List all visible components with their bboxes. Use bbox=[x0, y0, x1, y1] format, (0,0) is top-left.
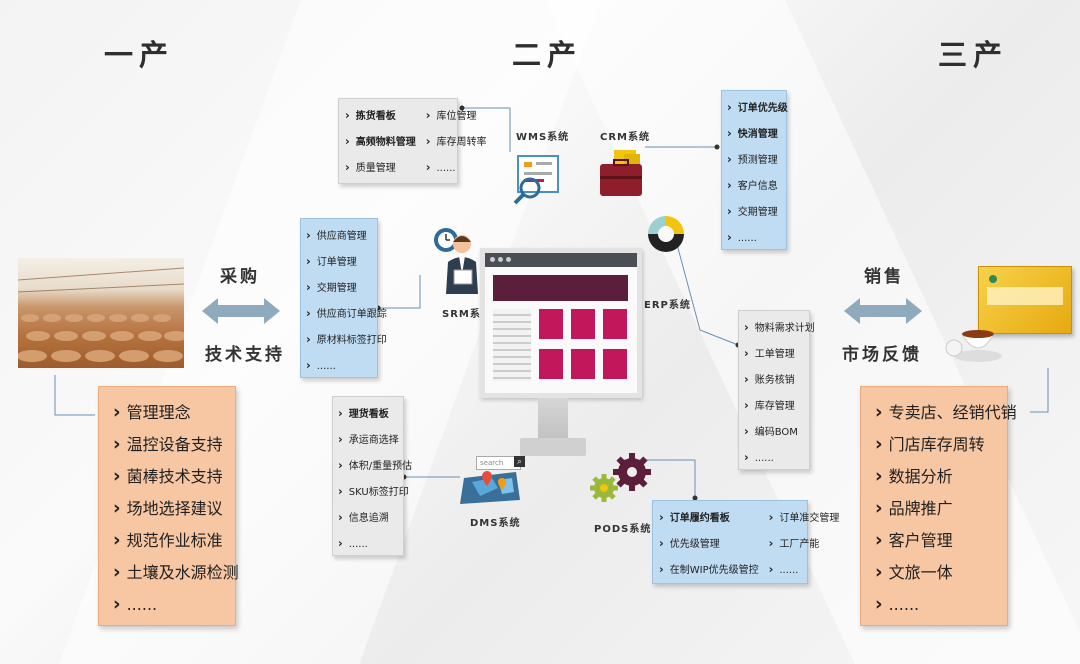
list-item: 文旅一体 bbox=[875, 557, 993, 589]
monitor-title-bar bbox=[485, 253, 637, 267]
list-item: 订单管理 bbox=[306, 249, 372, 275]
list-item: 订单履约看板 bbox=[659, 505, 759, 531]
erp-panel: 物料需求计划 工单管理 账务核销 库存管理 编码BOM ...... bbox=[738, 310, 815, 471]
header-third-industry: 三产 bbox=[938, 38, 1009, 72]
list-item: 库位管理 bbox=[426, 103, 487, 129]
crm-label: CRM系统 bbox=[600, 132, 650, 143]
monitor-base bbox=[520, 438, 586, 456]
srm-label: SRM系统 bbox=[442, 309, 492, 320]
list-item: ...... bbox=[744, 445, 804, 471]
list-item: 库存周转率 bbox=[426, 129, 487, 155]
teacup-icon bbox=[945, 330, 1002, 362]
srm-panel: 供应商管理 订单管理 交期管理 供应商订单跟踪 原材料标签打印 ...... bbox=[300, 218, 387, 379]
list-item: 品牌推广 bbox=[875, 493, 993, 525]
monitor-tile bbox=[571, 349, 595, 379]
pods-label: PODS系统 bbox=[594, 524, 652, 535]
list-item: ...... bbox=[338, 531, 398, 557]
list-item: 承运商选择 bbox=[338, 427, 399, 453]
list-item: 高频物料管理 bbox=[345, 129, 416, 155]
list-item: ...... bbox=[727, 225, 781, 251]
list-item: 专卖店、经销代销 bbox=[875, 397, 1017, 429]
list-item: 供应商订单跟踪 bbox=[306, 301, 387, 327]
dms-search-box: search bbox=[476, 456, 521, 470]
list-item: 编码BOM bbox=[744, 419, 804, 445]
wms-analytics-icon bbox=[513, 155, 559, 205]
dms-label: DMS系统 bbox=[470, 518, 521, 529]
monitor-tile bbox=[539, 349, 563, 379]
wms-label: WMS系统 bbox=[516, 132, 570, 143]
list-item: 库存管理 bbox=[744, 393, 804, 419]
monitor-banner bbox=[493, 275, 628, 301]
product-label-band bbox=[987, 287, 1063, 305]
list-item: 订单优先级 bbox=[727, 95, 788, 121]
list-item: ...... bbox=[306, 353, 372, 379]
list-item: 客户信息 bbox=[727, 173, 781, 199]
mushroom-farm-image bbox=[18, 258, 184, 368]
list-item: 拣货看板 bbox=[345, 103, 416, 129]
header-second-industry: 二产 bbox=[512, 38, 583, 72]
list-item: 预测管理 bbox=[727, 147, 781, 173]
double-arrow-icon bbox=[844, 298, 922, 324]
list-item: 客户管理 bbox=[875, 525, 993, 557]
monitor-tile bbox=[603, 349, 627, 379]
market-feedback-label: 市场反馈 bbox=[842, 345, 922, 365]
list-item: 体积/重量预估 bbox=[338, 453, 412, 479]
list-item: 快消管理 bbox=[727, 121, 781, 147]
map-icon bbox=[460, 471, 520, 504]
list-item: 订单准交管理 bbox=[769, 505, 839, 531]
list-item: 质量管理 bbox=[345, 155, 416, 181]
list-item: 工单管理 bbox=[744, 341, 804, 367]
gears-icon bbox=[590, 453, 651, 502]
list-item: 理货看板 bbox=[338, 401, 398, 427]
list-item: 交期管理 bbox=[727, 199, 781, 225]
list-item: 供应商管理 bbox=[306, 223, 372, 249]
list-item: ...... bbox=[426, 155, 487, 181]
product-box-image bbox=[978, 266, 1072, 334]
monitor-tile bbox=[539, 309, 563, 339]
monitor-sidebar bbox=[493, 309, 531, 381]
monitor-stand bbox=[538, 398, 568, 438]
list-item: 交期管理 bbox=[306, 275, 372, 301]
pods-panel: 订单履约看板 优先级管理 在制WIP优先级管控 订单准交管理 工厂产能 ....… bbox=[652, 500, 839, 584]
search-icon: ⌕ bbox=[514, 456, 525, 467]
erp-ring-icon bbox=[648, 216, 684, 252]
list-item: 数据分析 bbox=[875, 461, 993, 493]
monitor-tile bbox=[603, 309, 627, 339]
list-item: ...... bbox=[769, 557, 840, 583]
list-item: 菌棒技术支持 bbox=[113, 461, 223, 493]
list-item: 信息追溯 bbox=[338, 505, 398, 531]
list-item: 物料需求计划 bbox=[744, 315, 815, 341]
list-item: 账务核销 bbox=[744, 367, 804, 393]
list-item: 优先级管理 bbox=[659, 531, 759, 557]
dms-panel: 理货看板 承运商选择 体积/重量预估 SKU标签打印 信息追溯 ...... bbox=[332, 396, 412, 557]
businessman-icon bbox=[434, 228, 478, 294]
list-item: 门店库存周转 bbox=[875, 429, 993, 461]
list-item: 原材料标签打印 bbox=[306, 327, 387, 353]
list-item: 管理理念 bbox=[113, 397, 221, 429]
list-item: 温控设备支持 bbox=[113, 429, 223, 461]
list-item: 规范作业标准 bbox=[113, 525, 223, 557]
first-industry-panel: 管理理念 温控设备支持 菌棒技术支持 场地选择建议 规范作业标准 土壤及水源检测… bbox=[98, 386, 239, 626]
crm-panel: 订单优先级 快消管理 预测管理 客户信息 交期管理 ...... bbox=[721, 90, 788, 251]
central-monitor bbox=[480, 248, 642, 398]
list-item: ...... bbox=[875, 589, 993, 621]
procurement-label: 采购 bbox=[220, 267, 260, 287]
double-arrow-icon bbox=[202, 298, 280, 324]
list-item: SKU标签打印 bbox=[338, 479, 409, 505]
tech-support-label: 技术支持 bbox=[205, 345, 285, 365]
erp-label: ERP系统 bbox=[644, 300, 691, 311]
wms-panel: 拣货看板 高频物料管理 质量管理 库位管理 库存周转率 ...... bbox=[338, 98, 487, 184]
monitor-tile bbox=[571, 309, 595, 339]
list-item: 土壤及水源检测 bbox=[113, 557, 239, 589]
list-item: 场地选择建议 bbox=[113, 493, 223, 525]
briefcase-icon bbox=[600, 150, 642, 196]
list-item: 工厂产能 bbox=[769, 531, 840, 557]
list-item: 在制WIP优先级管控 bbox=[659, 557, 759, 583]
list-item: ...... bbox=[113, 589, 221, 621]
header-first-industry: 一产 bbox=[104, 38, 175, 72]
third-industry-panel: 专卖店、经销代销 门店库存周转 数据分析 品牌推广 客户管理 文旅一体 ....… bbox=[860, 386, 1017, 626]
logo-icon bbox=[989, 275, 997, 283]
sales-label: 销售 bbox=[864, 267, 904, 287]
